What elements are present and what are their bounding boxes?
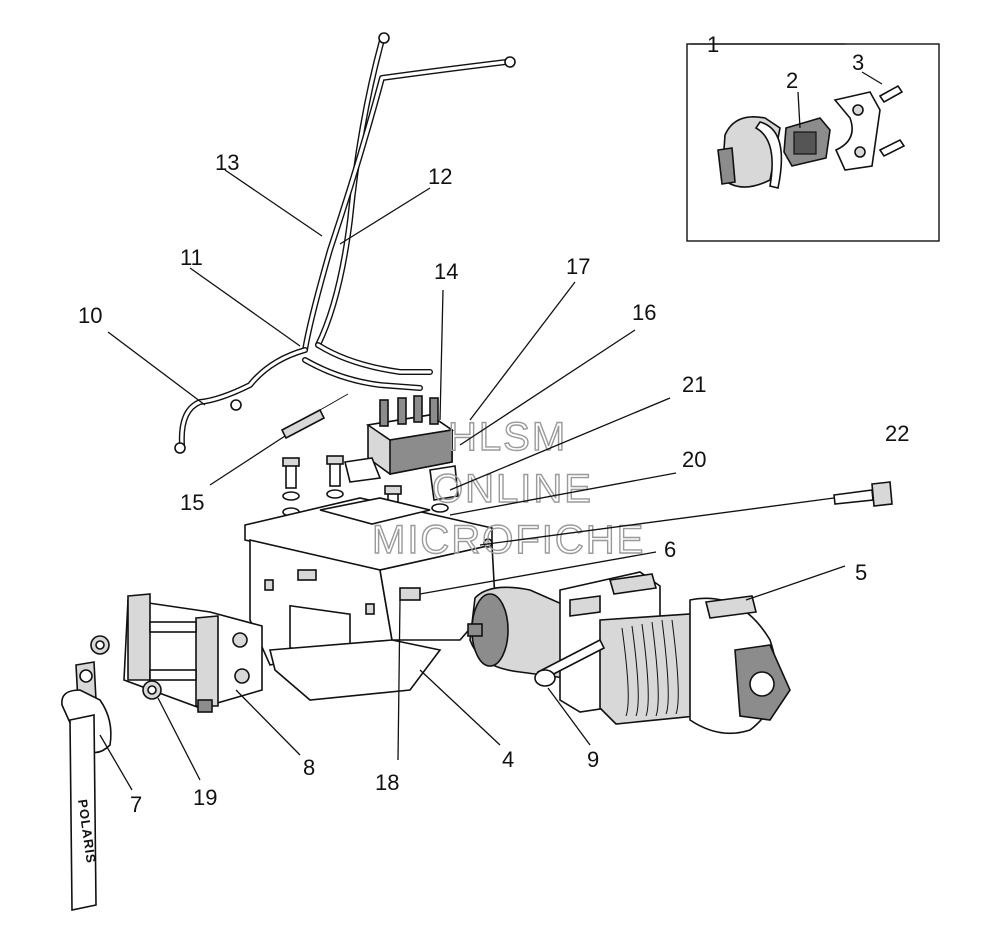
inset-detail-box [686,43,940,242]
flange-nuts [90,635,162,700]
callout-22: 22 [885,421,909,446]
callout-13: 13 [215,150,239,175]
watermark-line-2: ONLINE [432,467,593,511]
callout-9: 9 [587,747,599,772]
callout-2: 2 [786,68,798,93]
leader-lines [99,43,883,791]
watermark: HLSM ONLINE MICROFICHE [371,414,645,562]
callout-20: 20 [682,447,706,472]
callout-6: 6 [664,537,676,562]
callout-10: 10 [78,303,102,328]
wire-harness [174,32,516,454]
contactor [344,395,459,501]
roller-fairlead [123,593,263,713]
callout-8: 8 [303,755,315,780]
callout-1: 1 [707,32,719,57]
callout-5: 5 [855,560,867,585]
mounting-bracket [244,497,496,701]
winch-assembly [467,571,791,735]
callout-19: 19 [193,785,217,810]
callout-16: 16 [632,300,656,325]
callout-12: 12 [428,164,452,189]
callout-14: 14 [434,259,458,284]
hook-strap: POLARIS [61,661,112,911]
callout-21: 21 [682,372,706,397]
callout-3: 3 [852,50,864,75]
callout-18: 18 [375,770,399,795]
long-bolt [833,481,893,507]
cable-tie [280,393,349,440]
callout-4: 4 [502,747,514,772]
drum-cable [621,619,679,717]
callout-7: 7 [130,792,142,817]
callout-11: 11 [180,245,203,270]
watermark-line-1: HLSM [448,415,567,459]
callout-labels: 1 2 3 4 5 6 7 8 9 10 11 12 13 14 15 16 1… [78,32,909,817]
watermark-line-3: MICROFICHE [372,518,645,562]
callout-15: 15 [180,490,204,515]
callout-17: 17 [566,254,590,279]
